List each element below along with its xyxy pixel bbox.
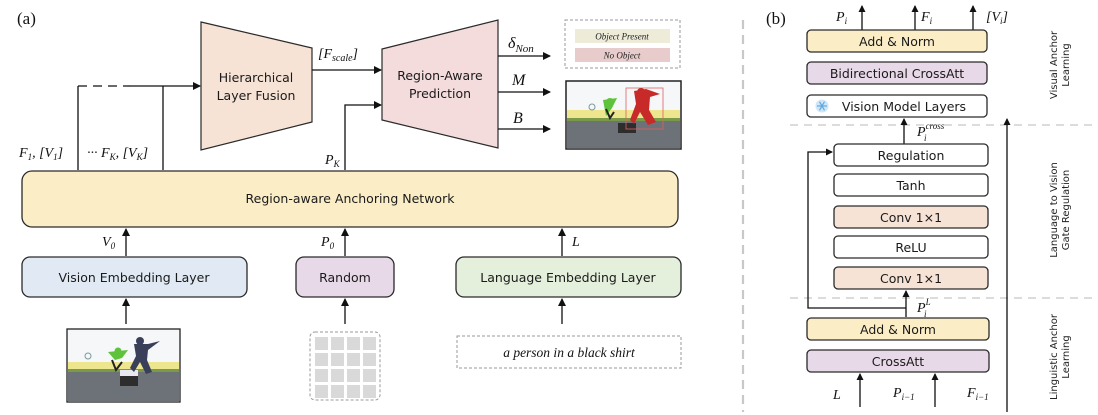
random-grid-cell [347,369,360,382]
conv1-block [833,205,989,229]
tanh-block [833,173,989,197]
random-grid-cell [331,369,344,382]
hierarchical-fusion-line2: Layer Fusion [217,88,296,103]
add-norm-top-label: Add & Norm [859,34,935,49]
random-grid-cell [315,337,328,350]
random-block [295,256,395,298]
random-grid-cell [363,337,376,350]
legend-swatch-no-object [575,48,670,62]
crossatt-block [806,349,990,373]
language-embedding-label: Language Embedding Layer [480,270,656,285]
p0-label: P0 [320,235,335,251]
svg-text:Visual Anchor: Visual Anchor [1049,30,1060,99]
random-grid-cell [363,353,376,366]
region-prediction-block [381,19,499,149]
add-norm-bottom-block [806,317,990,341]
region-prediction-line2: Prediction [409,86,471,101]
fk-vk-label: ··· FK, [VK] [87,146,148,162]
pk-arrow [344,101,382,170]
conv1-label: Conv 1×1 [880,210,942,225]
anchoring-network-label: Region-aware Anchoring Network [246,191,456,206]
svg-text:Learning: Learning [1061,335,1072,378]
p-l-sub: i [924,309,927,319]
region-prediction-line1: Region-Aware [397,68,483,83]
conv2-block [833,266,989,290]
svg-text:Linguistic Anchor: Linguistic Anchor [1049,313,1060,400]
random-grid-cell [331,353,344,366]
random-grid-cell [347,353,360,366]
input-image [66,328,181,403]
vision-model-layers-label: Vision Model Layers [842,99,966,114]
pi-output-label: Pi [835,10,848,26]
add-norm-bottom-label: Add & Norm [860,322,936,337]
legend-no-object: No Object [603,51,641,61]
panel-a-label: (a) [17,9,36,28]
legend-swatch-object-present [575,29,670,43]
visual-anchor-section-label: Visual Anchor Learning [1049,30,1072,99]
svg-text:Language to Vision: Language to Vision [1049,162,1060,258]
panel-b-label: (b) [766,9,786,28]
output-m: M [511,72,527,89]
add-norm-top-block [806,29,988,53]
tanh-label: Tanh [895,178,925,193]
anchoring-network-block [21,170,679,228]
l-input-label: L [832,388,841,403]
fi-output-label: Fi [920,10,933,26]
p-minus1-label: Pi−1 [892,386,915,402]
random-grid-cell [315,353,328,366]
f-scale-label: [Fscale] [318,47,358,64]
random-grid-cell [315,369,328,382]
crossatt-label: CrossAtt [872,354,924,369]
f-minus1-label: Fi−1 [966,386,989,402]
relu-label: ReLU [895,240,926,255]
vision-embedding-block [21,256,248,298]
text-query-box [456,335,682,369]
random-grid-cell [315,385,328,398]
legend-object-present: Object Present [595,32,649,42]
p-cross-label: Pcross [916,121,945,140]
language-embedding-block [455,256,682,298]
svg-text:Gate Regulation: Gate Regulation [1061,170,1072,251]
hierarchical-fusion-block [200,21,313,151]
random-grid-cell [347,337,360,350]
conv2-label: Conv 1×1 [880,271,942,286]
gate-regulation-section-label: Language to Vision Gate Regulation [1049,162,1072,258]
text-query: a person in a black shirt [503,345,636,360]
output-delta-non: δNon [508,35,534,55]
random-grid-cell [331,337,344,350]
svg-text:Learning: Learning [1061,43,1072,86]
pk-label: PK [324,153,341,169]
random-grid-cell [363,385,376,398]
bidirectional-crossatt-label: Bidirectional CrossAtt [830,66,964,81]
output-image [565,80,682,150]
vision-embedding-label: Vision Embedding Layer [58,270,210,285]
bidirectional-crossatt-block [806,61,988,85]
random-label: Random [319,270,371,285]
regulation-label: Regulation [878,148,945,163]
random-grid-cell [363,369,376,382]
l-label: L [571,235,580,250]
skip-connection-arrow [807,148,906,309]
hierarchical-fusion-line1: Hierarchical [219,70,294,85]
relu-block [833,235,989,259]
vision-model-layers-block [806,94,988,118]
regulation-block [833,143,989,167]
snowflake-icon [815,99,829,113]
v0-label: V0 [102,235,116,251]
random-grid-cell [331,385,344,398]
p-l-label: PL [916,297,931,316]
random-grid [315,337,376,398]
linguistic-anchor-section-label: Linguistic Anchor Learning [1049,313,1072,400]
vi-output-label: [Vi] [986,10,1008,26]
f1-v1-label: F1, [V1] [18,146,63,162]
output-b: B [513,110,523,127]
p-cross-sub: i [924,133,927,143]
random-grid-cell [347,385,360,398]
